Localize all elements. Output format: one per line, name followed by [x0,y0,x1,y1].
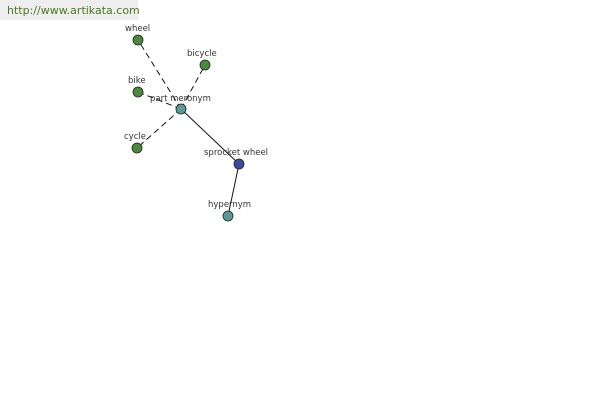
node-wheel[interactable] [132,34,144,46]
nodes-layer [131,34,245,222]
edge-part-meronym-to-cycle [136,108,182,149]
edge-part-meronym-to-wheel [137,39,182,110]
node-label-cycle[interactable]: cycle [124,132,146,142]
url-banner[interactable]: http://www.artikata.com [0,0,140,20]
url-link[interactable]: http://www.artikata.com [7,3,140,17]
node-bike[interactable] [132,86,144,98]
node-label-bike[interactable]: bike [128,76,146,86]
node-sprocket-wheel[interactable] [233,158,245,170]
edge-part-meronym-to-bike [137,91,182,110]
node-label-sprocket-wheel[interactable]: sprocket wheel [204,148,268,158]
edges-layer [136,39,240,217]
node-part-meronym[interactable] [175,103,187,115]
node-bicycle[interactable] [199,59,211,71]
node-label-wheel[interactable]: wheel [125,24,150,34]
labels-layer: wheel bicycle bike part meronym cycle sprocke… [124,24,268,210]
edge-sprocket-wheel-to-hypernym [227,163,240,217]
edge-part-meronym-to-sprocket-wheel [180,108,240,165]
node-cycle[interactable] [131,142,143,154]
node-label-bicycle[interactable]: bicycle [187,49,217,59]
node-label-part-meronym[interactable]: part meronym [150,94,211,104]
node-hypernym[interactable] [222,210,234,222]
edge-part-meronym-to-bicycle [180,64,206,110]
node-label-hypernym[interactable]: hypernym [208,200,251,210]
